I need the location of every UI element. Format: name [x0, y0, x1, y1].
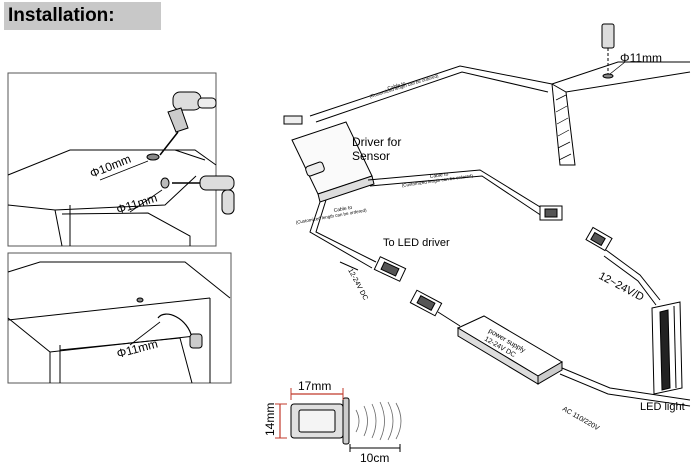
cable-note-2: Cable to [429, 171, 448, 180]
cable-note-1b: (Customized length can be ordered) [369, 73, 440, 99]
drill-top-icon [159, 91, 217, 156]
connector-c-icon [373, 256, 407, 282]
sensor-head-icon [189, 333, 203, 349]
driver-label-line1: Driver for [352, 135, 401, 149]
top-hole-dimension: Φ11mm [620, 51, 662, 65]
bottom-sensor-label: Φ11mm [115, 336, 159, 360]
top-cabinet-outline [7, 149, 217, 176]
drill-hole-icon [146, 153, 160, 161]
top-cabinet-front [7, 175, 197, 211]
top-panel [7, 72, 235, 247]
header-bar: Installation: [4, 2, 161, 30]
output-voltage-label: 12~24V/D [597, 270, 646, 304]
drill-side-icon [172, 175, 235, 215]
cable-note-3: Cable to [333, 205, 353, 214]
top-panel-frame [7, 72, 217, 247]
input-voltage-label: 12-24V DC [346, 268, 368, 302]
top-hole-label: Φ10mm [88, 152, 133, 181]
bottom-cabinet-outline [7, 261, 231, 299]
dimension-width-label: 17mm [298, 379, 331, 393]
dimension-height-label: 14mm [263, 403, 277, 436]
connector-a-icon [539, 205, 563, 221]
bottom-cabinet-front [7, 317, 196, 353]
cable-note-3b: (Customized length can be ordered) [295, 208, 367, 225]
page-title: Installation: [8, 5, 115, 26]
sensor-driver-icon [283, 115, 375, 203]
led-light-icon [651, 301, 683, 395]
side-hole-icon [160, 177, 170, 189]
connector-d-icon [409, 289, 443, 317]
sensor-waves-icon [355, 401, 402, 441]
cabinet-top-right [551, 61, 690, 85]
dimension-range-label: 10cm [360, 451, 389, 465]
bottom-panel [7, 252, 232, 384]
sensor-dimension [275, 388, 402, 452]
wiring-diagram [283, 23, 691, 407]
led-light-label: LED light [640, 401, 685, 413]
cable-note-1: Cable to [387, 81, 407, 92]
connector-b-icon [585, 226, 613, 252]
driver-label-line2: Sensor [352, 149, 390, 163]
bottom-screw-icon [136, 297, 144, 303]
sensor-cable-icon [157, 313, 193, 339]
to-led-driver-label: To LED driver [383, 237, 450, 249]
ac-input-label: AC 110/220V [561, 406, 600, 433]
top-sensor-icon [601, 23, 615, 79]
power-supply-icon [456, 315, 563, 385]
